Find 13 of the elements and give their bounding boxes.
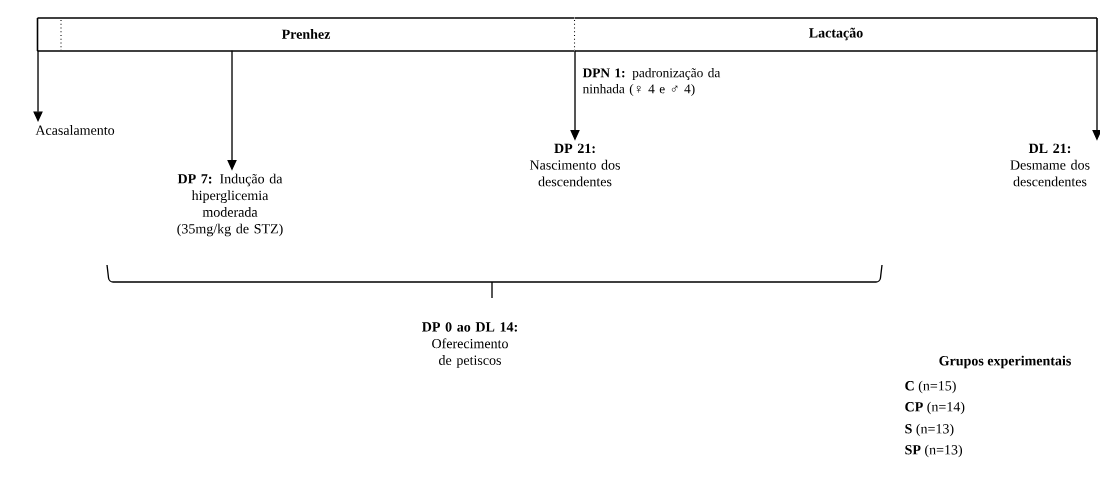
group-text: CP (n=14) xyxy=(905,401,965,415)
event-text: Acasalamento xyxy=(35,125,115,135)
phase-band: Prenhez xyxy=(36,17,576,52)
event-text: DP 0 ao DL 14: Oferecimento de petiscos xyxy=(422,322,517,368)
edge-label: DPN 1: padronização da ninhada (♀ 4 e ♂ 4) xyxy=(582,67,721,97)
event-text: DP 21: Nascimento dos descendentes xyxy=(529,143,620,187)
heading-text: Grupos experimentais xyxy=(939,355,1071,369)
group-text: SP (n=13) xyxy=(905,444,963,458)
event-text: DP 7: Indução da hiperglicemia moderada (35mg/kg de STZ) xyxy=(177,173,283,237)
event-text: DL 21: Desmame dos descendentes xyxy=(1010,143,1090,187)
phase-band: Lactação xyxy=(574,17,1098,52)
group-text: S (n=13) xyxy=(905,423,954,437)
group-text: C (n=15) xyxy=(905,380,956,394)
